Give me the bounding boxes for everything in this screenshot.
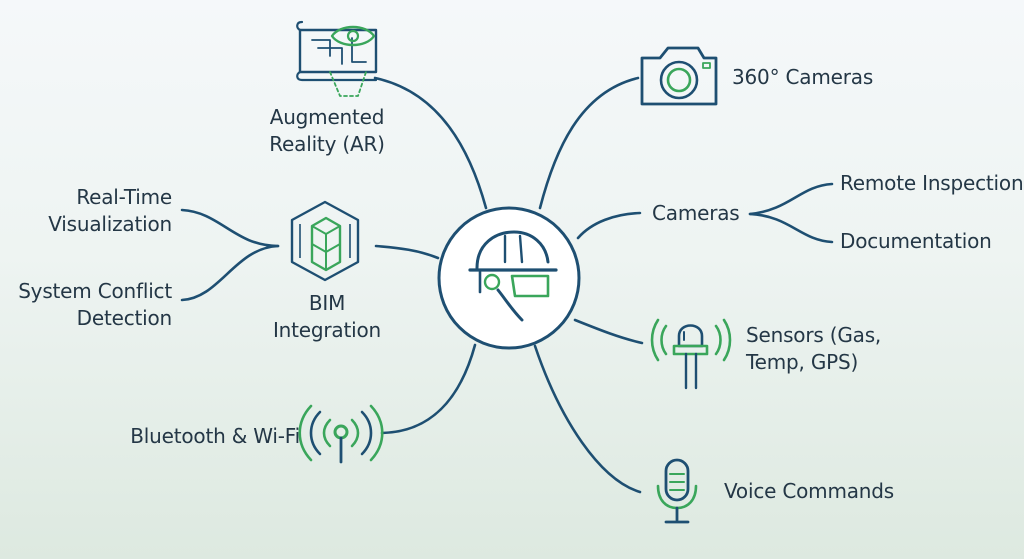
bim-label-line-1: BIM [308,291,346,315]
camera-icon [640,46,718,106]
node-conflict-label: System Conflict Detection [10,278,172,332]
smart-helmet-icon [468,230,558,322]
connector-remote [748,182,834,216]
connector-documentation [748,212,834,244]
bim-cube-icon [290,200,360,282]
node-bluetooth-label: Bluetooth & Wi-Fi [130,424,300,448]
node-sensors-label: Sensors (Gas, Temp, GPS) [746,322,926,376]
node-realtime-label: Real-Time Visualization [10,184,172,238]
connector-sensors [573,318,644,345]
connector-cameras [576,211,642,240]
node-documentation-label: Documentation [840,229,992,253]
realtime-label-line-1: Real-Time [76,185,172,209]
microphone-icon [656,458,698,524]
sensor-beacon-icon [650,318,732,390]
node-cameras-label: Cameras [652,201,740,225]
blueprint-eye-icon [296,20,378,97]
sensors-label-line-2: Temp, GPS) [746,350,859,374]
node-remote-inspection-label: Remote Inspection [840,171,1024,195]
connector-realtime [180,208,280,248]
ar-label-line-1: Augmented [269,105,385,129]
connector-bim [374,244,440,260]
node-bim-label: BIM Integration [262,290,392,344]
conflict-label-line-2: Detection [76,306,173,330]
connector-ar [373,76,488,210]
sensors-label-line-1: Sensors (Gas, [746,323,882,347]
wireless-antenna-icon [298,404,384,464]
connector-bluetooth [380,343,477,435]
bim-label-line-2: Integration [272,318,381,342]
ar-label-line-2: Reality (AR) [269,132,385,156]
connector-conflict [180,244,280,302]
conflict-label-line-1: System Conflict [18,279,172,303]
hub-node [437,206,581,350]
connector-360-cameras [538,76,640,210]
connector-voice [533,344,642,494]
connector-lines [180,76,834,494]
node-360-cameras-label: 360° Cameras [732,65,874,89]
node-ar-label: Augmented Reality (AR) [262,104,392,158]
realtime-label-line-2: Visualization [48,212,172,236]
node-voice-commands-label: Voice Commands [724,479,894,503]
